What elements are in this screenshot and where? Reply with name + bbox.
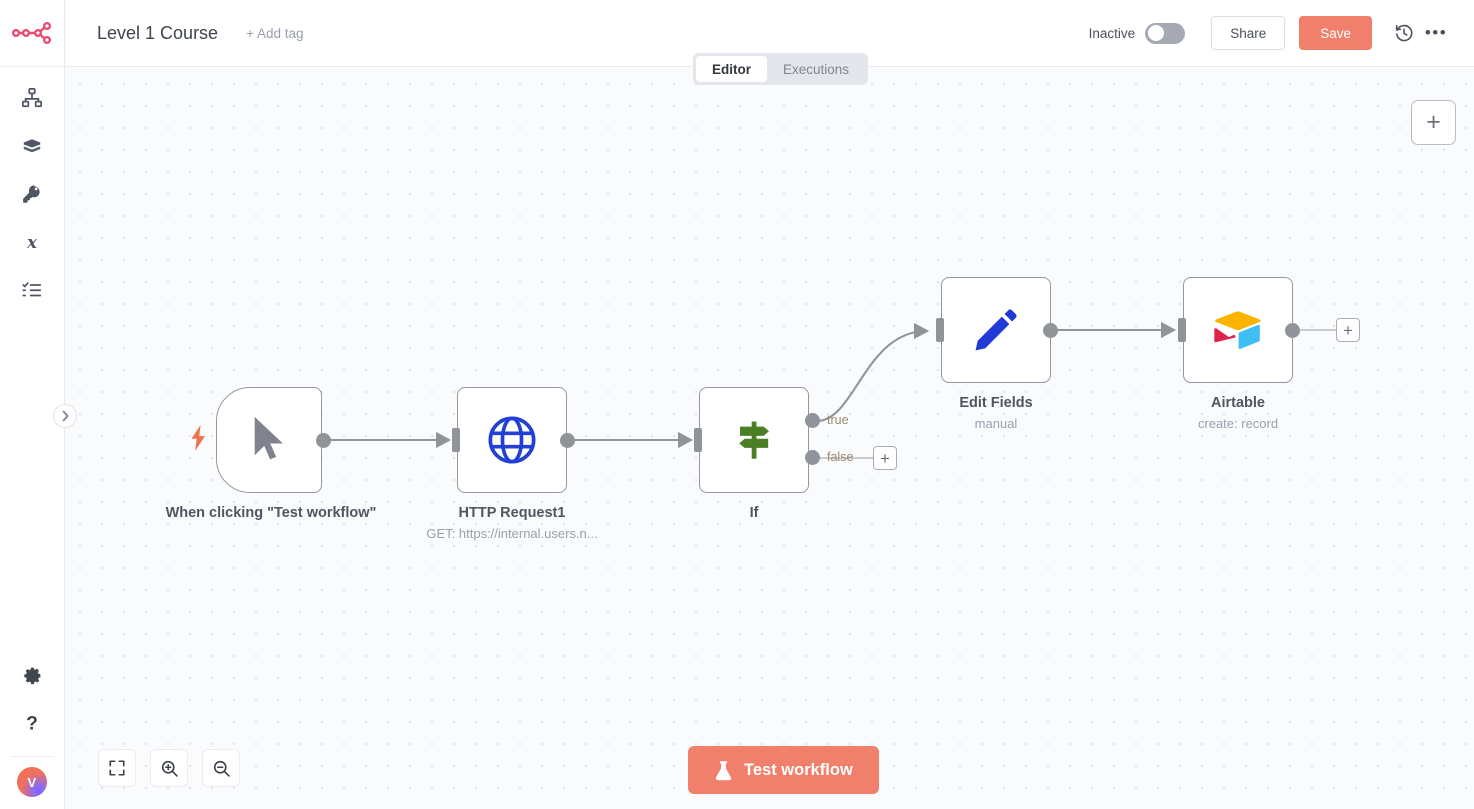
node-http-request1[interactable]: [457, 387, 567, 493]
sidebar-item-variables[interactable]: x: [9, 219, 55, 265]
add-node-after-if-false-button[interactable]: +: [873, 446, 897, 470]
zoom-in-button[interactable]: [150, 749, 188, 787]
lightning-bolt-icon: [191, 425, 205, 451]
sidebar-expand-button[interactable]: [53, 404, 77, 428]
flask-icon: [715, 760, 732, 780]
avatar[interactable]: V: [17, 767, 47, 797]
fit-screen-icon: [109, 760, 125, 776]
help-question-icon: ?: [26, 713, 38, 734]
more-options-button[interactable]: •••: [1420, 17, 1452, 49]
sidebar-item-overview[interactable]: [9, 75, 55, 121]
globe-icon: [488, 416, 536, 464]
port-out-airtable[interactable]: [1285, 323, 1300, 338]
history-clock-icon: [1395, 24, 1413, 42]
save-button[interactable]: Save: [1299, 16, 1372, 50]
port-in-airtable[interactable]: [1178, 318, 1186, 342]
node-airtable[interactable]: [1183, 277, 1293, 383]
magnifier-plus-icon: [161, 760, 178, 777]
tab-editor[interactable]: Editor: [696, 56, 767, 82]
airtable-icon: [1214, 311, 1261, 349]
page-title[interactable]: Level 1 Course: [97, 22, 219, 43]
port-out-http-request1[interactable]: [560, 433, 575, 448]
left-sidebar: x ?: [0, 0, 65, 809]
sidebar-item-settings[interactable]: [9, 652, 55, 698]
sidebar-item-credentials[interactable]: [9, 171, 55, 217]
connections-layer: [328, 321, 1340, 459]
tab-executions[interactable]: Executions: [783, 61, 850, 77]
add-node-button[interactable]: +: [1411, 100, 1456, 145]
sidebar-bottom: ? V: [0, 652, 65, 809]
mouse-pointer-icon: [254, 416, 283, 460]
svg-text:x: x: [26, 233, 37, 252]
header-actions: Inactive Share Save •••: [1089, 16, 1452, 50]
node-subtitle-http-request1: GET: https://internal.users.n...: [426, 526, 598, 541]
sidebar-nav: x: [9, 75, 55, 315]
add-node-after-airtable-button[interactable]: +: [1336, 318, 1360, 342]
port-out-edit-fields[interactable]: [1043, 323, 1058, 338]
signpost-icon: [739, 421, 769, 459]
output-label-true: true: [827, 413, 849, 427]
variable-x-icon: x: [26, 233, 37, 252]
sidebar-item-help[interactable]: ?: [9, 700, 55, 746]
chevron-right-icon: [62, 410, 68, 422]
port-in-http-request1[interactable]: [452, 428, 460, 452]
svg-text:?: ?: [26, 713, 38, 734]
templates-box-icon: [23, 139, 41, 153]
node-subtitle-airtable: create: record: [1197, 416, 1279, 431]
test-workflow-button[interactable]: Test workflow: [688, 746, 879, 794]
toggle-knob: [1148, 25, 1165, 41]
node-label-if: If: [749, 505, 759, 521]
trigger-lightning-badge: [190, 425, 207, 456]
sidebar-item-executions[interactable]: [9, 267, 55, 313]
port-in-if[interactable]: [694, 428, 702, 452]
sidebar-item-templates[interactable]: [9, 123, 55, 169]
share-button[interactable]: Share: [1211, 16, 1286, 50]
node-when-clicking-test-workflow[interactable]: [216, 387, 322, 493]
magnifier-minus-icon: [213, 760, 230, 777]
avatar-initial: V: [27, 774, 37, 790]
port-out-if-true[interactable]: [805, 413, 820, 428]
editor-executions-tabs: Editor Executions: [693, 53, 869, 85]
n8n-logo-icon: [12, 22, 52, 45]
zoom-to-fit-button[interactable]: [98, 749, 136, 787]
ellipsis-icon: •••: [1424, 23, 1448, 42]
checklist-icon: [22, 282, 42, 297]
node-label-trigger: When clicking "Test workflow": [165, 505, 377, 521]
output-label-false: false: [827, 450, 854, 464]
port-in-edit-fields[interactable]: [936, 318, 944, 342]
activation-label: Inactive: [1088, 25, 1136, 41]
node-label-airtable: Airtable: [1211, 395, 1265, 411]
gear-icon: [23, 667, 41, 684]
node-edit-fields[interactable]: [941, 277, 1051, 383]
workflow-history-button[interactable]: [1388, 17, 1420, 49]
n8n-logo[interactable]: [0, 0, 65, 67]
zoom-out-button[interactable]: [202, 749, 240, 787]
add-tag-button[interactable]: + Add tag: [246, 25, 304, 41]
test-workflow-label: Test workflow: [744, 760, 853, 779]
key-icon: [23, 185, 40, 203]
sidebar-divider: [10, 756, 54, 757]
node-label-edit-fields: Edit Fields: [959, 395, 1033, 411]
workflow-canvas[interactable]: When clicking "Test workflow" HTTP Reque…: [65, 67, 1474, 809]
connector-if-true-to-editfields: [816, 322, 930, 423]
activation-toggle[interactable]: [1145, 22, 1186, 44]
node-subtitle-edit-fields: manual: [974, 416, 1018, 431]
port-out-trigger[interactable]: [316, 433, 331, 448]
sitemap-icon: [21, 87, 43, 108]
port-out-if-false[interactable]: [805, 450, 820, 465]
pencil-icon: [975, 309, 1017, 351]
node-if[interactable]: [699, 387, 809, 493]
canvas-zoom-controls: [98, 749, 240, 787]
node-label-http-request1: HTTP Request1: [458, 505, 566, 521]
